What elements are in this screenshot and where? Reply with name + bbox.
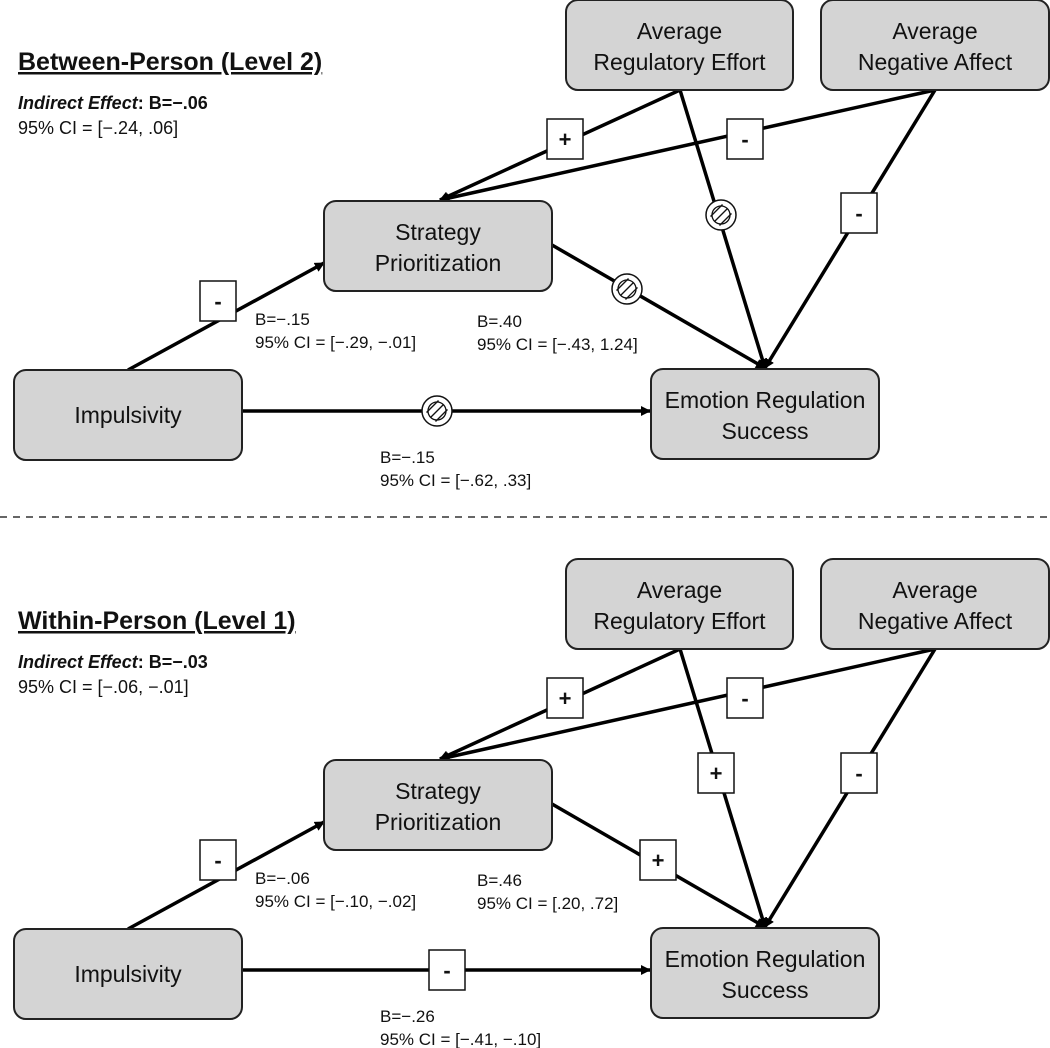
stat-c-ci: 95% CI = [−.41, −.10] xyxy=(380,1030,541,1048)
stat-b-b: B=.46 xyxy=(477,871,522,890)
stat-a-b: B=−.15 xyxy=(255,310,310,329)
stat-b-ci: 95% CI = [.20, .72] xyxy=(477,894,618,913)
sign-ana-ers: - xyxy=(840,192,878,234)
node-average-regulatory-effort-line2: Regulatory Effort xyxy=(593,49,766,75)
node-strategy-prioritization-line1: Strategy xyxy=(395,219,481,245)
indirect-effect-ci: 95% CI = [−.24, .06] xyxy=(18,118,178,138)
indirect-effect-line: Indirect Effect: B=−.03 xyxy=(18,652,208,672)
sign-ana-sp: - xyxy=(726,677,764,719)
stat-c-b: B=−.26 xyxy=(380,1007,435,1026)
node-emotion-regulation-success-line2: Success xyxy=(722,418,809,444)
node-average-regulatory-effort-line1: Average xyxy=(637,18,722,44)
node-impulsivity: Impulsivity xyxy=(13,369,243,461)
node-emotion-regulation-success-line1: Emotion Regulation xyxy=(665,946,866,972)
sign-imp-ers-label: - xyxy=(443,958,450,983)
sign-are-sp-label: + xyxy=(559,686,572,711)
node-impulsivity: Impulsivity xyxy=(13,928,243,1020)
indirect-effect-colon: : xyxy=(138,652,149,672)
stat-b-b: B=.40 xyxy=(477,312,522,331)
indirect-effect-value: B=−.03 xyxy=(149,652,208,672)
sign-are-sp: + xyxy=(546,677,584,719)
indirect-effect-line: Indirect Effect: B=−.06 xyxy=(18,93,208,113)
node-average-negative-affect-line1: Average xyxy=(892,577,977,603)
stat-a-b: B=−.06 xyxy=(255,869,310,888)
indirect-effect-ci: 95% CI = [−.06, −.01] xyxy=(18,677,189,697)
indirect-effect-value: B=−.06 xyxy=(149,93,208,113)
panel-title: Within-Person (Level 1) xyxy=(18,607,296,635)
stat-a-ci: 95% CI = [−.29, −.01] xyxy=(255,333,416,352)
node-emotion-regulation-success-line1: Emotion Regulation xyxy=(665,387,866,413)
node-impulsivity-line1: Impulsivity xyxy=(74,402,182,428)
stat-b-ci: 95% CI = [−.43, 1.24] xyxy=(477,335,638,354)
sign-imp-sp-label: - xyxy=(214,289,221,314)
edge-strategy-to-success xyxy=(551,243,766,370)
nonsignificant-slashed-circle-icon xyxy=(611,273,643,305)
panel-within-person: Within-Person (Level 1) Indirect Effect: … xyxy=(13,558,1050,1048)
sign-are-sp-label: + xyxy=(559,127,572,152)
indirect-effect-label: Indirect Effect xyxy=(18,93,139,113)
node-strategy-prioritization-line2: Prioritization xyxy=(375,250,502,276)
nonsignificant-slashed-circle-icon xyxy=(421,395,453,427)
sign-are-ers-label: + xyxy=(710,761,723,786)
stat-a-ci: 95% CI = [−.10, −.02] xyxy=(255,892,416,911)
sign-ana-sp: - xyxy=(726,118,764,160)
node-average-negative-affect-line2: Negative Affect xyxy=(858,608,1013,634)
edge-negative-affect-to-strategy xyxy=(439,647,936,762)
sign-ana-ers-label: - xyxy=(855,761,862,786)
sign-imp-sp: - xyxy=(199,280,237,322)
sign-imp-sp: - xyxy=(199,839,237,881)
node-impulsivity-line1: Impulsivity xyxy=(74,961,182,987)
node-strategy-prioritization-line2: Prioritization xyxy=(375,809,502,835)
stat-c-ci: 95% CI = [−.62, .33] xyxy=(380,471,531,490)
sign-imp-ers: - xyxy=(428,949,466,991)
node-average-regulatory-effort-line2: Regulatory Effort xyxy=(593,608,766,634)
sign-ana-ers-label: - xyxy=(855,201,862,226)
nonsignificant-slashed-circle-icon xyxy=(705,199,737,231)
stat-c-b: B=−.15 xyxy=(380,448,435,467)
sign-are-sp: + xyxy=(546,118,584,160)
indirect-effect-colon: : xyxy=(138,93,149,113)
sign-sp-ers-label: + xyxy=(652,848,665,873)
node-emotion-regulation-success-line2: Success xyxy=(722,977,809,1003)
sign-are-ers: + xyxy=(697,752,735,794)
sign-sp-ers: + xyxy=(639,839,677,881)
sign-imp-sp-label: - xyxy=(214,848,221,873)
indirect-effect-label: Indirect Effect xyxy=(18,652,139,672)
node-average-regulatory-effort-line1: Average xyxy=(637,577,722,603)
node-strategy-prioritization-line1: Strategy xyxy=(395,778,481,804)
sign-ana-sp-label: - xyxy=(741,686,748,711)
edge-negative-affect-to-strategy xyxy=(439,88,936,203)
panel-between-person: Between-Person (Level 2) Indirect Effect:… xyxy=(13,0,1050,490)
node-average-negative-affect-line2: Negative Affect xyxy=(858,49,1013,75)
sign-ana-sp-label: - xyxy=(741,127,748,152)
sign-ana-ers: - xyxy=(840,752,878,794)
node-average-negative-affect-line1: Average xyxy=(892,18,977,44)
panel-title: Between-Person (Level 2) xyxy=(18,48,322,76)
